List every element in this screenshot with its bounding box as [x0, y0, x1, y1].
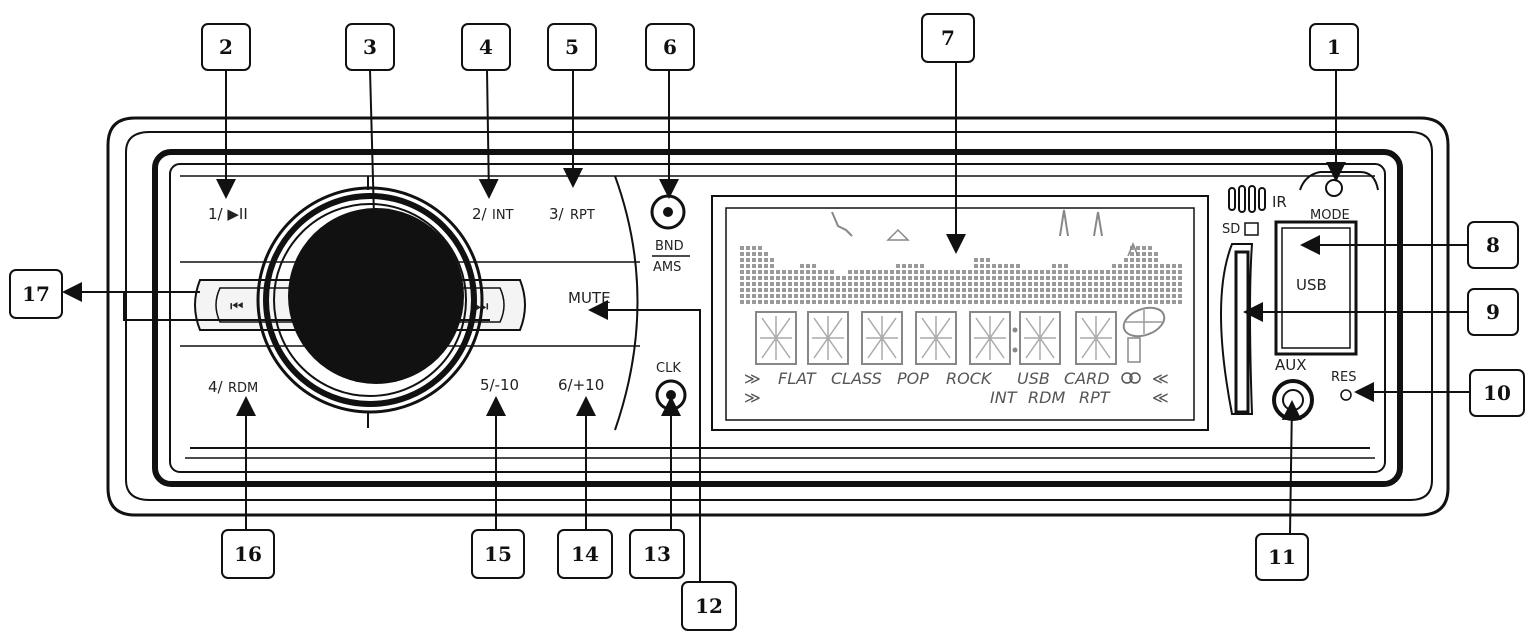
aux-label: AUX: [1275, 356, 1307, 374]
svg-text:7: 7: [941, 26, 955, 50]
button-2-sub-label: INT: [492, 208, 514, 223]
button-3-label[interactable]: 3/: [549, 205, 565, 223]
usb-label: USB: [1296, 276, 1327, 294]
reset-button[interactable]: RES: [1331, 370, 1357, 401]
lcd-eq-pop: POP: [897, 369, 929, 388]
aux-jack[interactable]: AUX: [1272, 356, 1314, 421]
callout-6: 6: [645, 23, 695, 71]
ams-label: AMS: [653, 260, 681, 275]
callout-14: 14: [557, 529, 613, 579]
lcd-display: ≫ ≫ FLAT CLASS POP ROCK USB CARD INT RDM…: [711, 195, 1209, 431]
usb-port[interactable]: USB: [1274, 220, 1358, 356]
svg-text:11: 11: [1268, 545, 1296, 569]
svg-text:15: 15: [484, 542, 512, 566]
lcd-arrow-left-bottom: ≫: [744, 388, 761, 407]
mode-label: MODE: [1310, 208, 1350, 223]
button-3-sub-label: RPT: [570, 208, 595, 223]
lcd-eq-class: CLASS: [831, 369, 882, 388]
mode-button[interactable]: MODE: [1310, 179, 1350, 223]
ir-sensor-icon: [1228, 185, 1266, 213]
svg-text:2: 2: [219, 35, 233, 59]
svg-text:16: 16: [234, 542, 262, 566]
button-6-label[interactable]: 6/+10: [558, 376, 604, 394]
leader-3: [365, 69, 386, 292]
svg-text:12: 12: [695, 594, 723, 618]
sd-card-slot[interactable]: SD: [1220, 222, 1259, 415]
svg-text:1: 1: [1327, 35, 1341, 59]
leader-4: [478, 69, 499, 199]
lcd-skyline-icons: [831, 209, 1139, 257]
ir-window: IR: [1228, 185, 1287, 213]
svg-text:5: 5: [565, 35, 579, 59]
svg-text:13: 13: [643, 542, 671, 566]
ir-label: IR: [1272, 193, 1287, 211]
svg-text:14: 14: [571, 542, 599, 566]
button-5-label[interactable]: 5/-10: [480, 376, 519, 394]
callout-9: 9: [1467, 288, 1519, 336]
svg-text:4: 4: [479, 35, 493, 59]
callout-15: 15: [471, 529, 525, 579]
res-label: RES: [1331, 370, 1357, 385]
bnd-label: BND: [655, 239, 684, 254]
lcd-mode-int: INT: [990, 388, 1018, 407]
mute-button[interactable]: MUTE: [568, 289, 611, 307]
callout-12: 12: [681, 581, 737, 631]
lcd-eq-rock: ROCK: [946, 369, 993, 388]
lcd-disc-icon: [1122, 306, 1166, 363]
lcd-src-card: CARD: [1064, 369, 1110, 388]
button-4-label[interactable]: 4/: [208, 378, 224, 396]
bnd-ams-button[interactable]: BND AMS: [650, 194, 690, 275]
svg-text:10: 10: [1483, 381, 1511, 405]
callout-3: 3: [345, 23, 395, 71]
svg-text:6: 6: [663, 35, 677, 59]
svg-text:9: 9: [1486, 300, 1500, 324]
sd-card-icon: [1244, 222, 1259, 236]
callout-5: 5: [547, 23, 597, 71]
lcd-arrow-left-top: ≫: [744, 369, 761, 388]
clk-label: CLK: [656, 361, 681, 376]
callout-7: 7: [921, 13, 975, 63]
lcd-cd-icon: [1121, 372, 1141, 384]
callout-10: 10: [1469, 369, 1525, 417]
lcd-arrow-right-top: ≪: [1152, 369, 1169, 388]
volume-knob[interactable]: [256, 176, 484, 428]
lcd-mode-rpt: RPT: [1079, 388, 1111, 407]
button-1-play-pause[interactable]: 1/ ▶II: [208, 205, 248, 223]
leader-17-bracket: [123, 292, 490, 321]
button-2-label[interactable]: 2/: [472, 205, 488, 223]
callout-13: 13: [629, 529, 685, 579]
button-4-sub-label: RDM: [228, 381, 258, 396]
lcd-spectrum-dot-matrix: [740, 246, 1182, 304]
lcd-src-usb: USB: [1017, 369, 1050, 388]
callout-1: 1: [1309, 23, 1359, 71]
callout-8: 8: [1467, 221, 1519, 269]
lcd-segment-digits: [755, 311, 1117, 365]
svg-text:8: 8: [1486, 233, 1500, 257]
svg-text:3: 3: [363, 35, 377, 59]
lcd-mode-rdm: RDM: [1028, 388, 1065, 407]
lcd-eq-flat: FLAT: [778, 369, 817, 388]
lcd-arrow-right-bottom: ≪: [1152, 388, 1169, 407]
prev-track-icon[interactable]: ⏮: [230, 297, 244, 315]
leader-11: [1281, 400, 1302, 535]
leader-12: [588, 300, 701, 582]
callout-11: 11: [1255, 533, 1309, 581]
callout-boxes: 2 3 4 5 6 7 1 8 9 10 11 12 13 14 15 16 1…: [9, 13, 1525, 631]
callout-17: 17: [9, 269, 63, 319]
callout-2: 2: [201, 23, 251, 71]
callout-16: 16: [221, 529, 275, 579]
callout-4: 4: [461, 23, 511, 71]
svg-text:17: 17: [22, 282, 50, 306]
leader-lines: [62, 62, 1470, 582]
sd-label: SD: [1222, 222, 1240, 237]
